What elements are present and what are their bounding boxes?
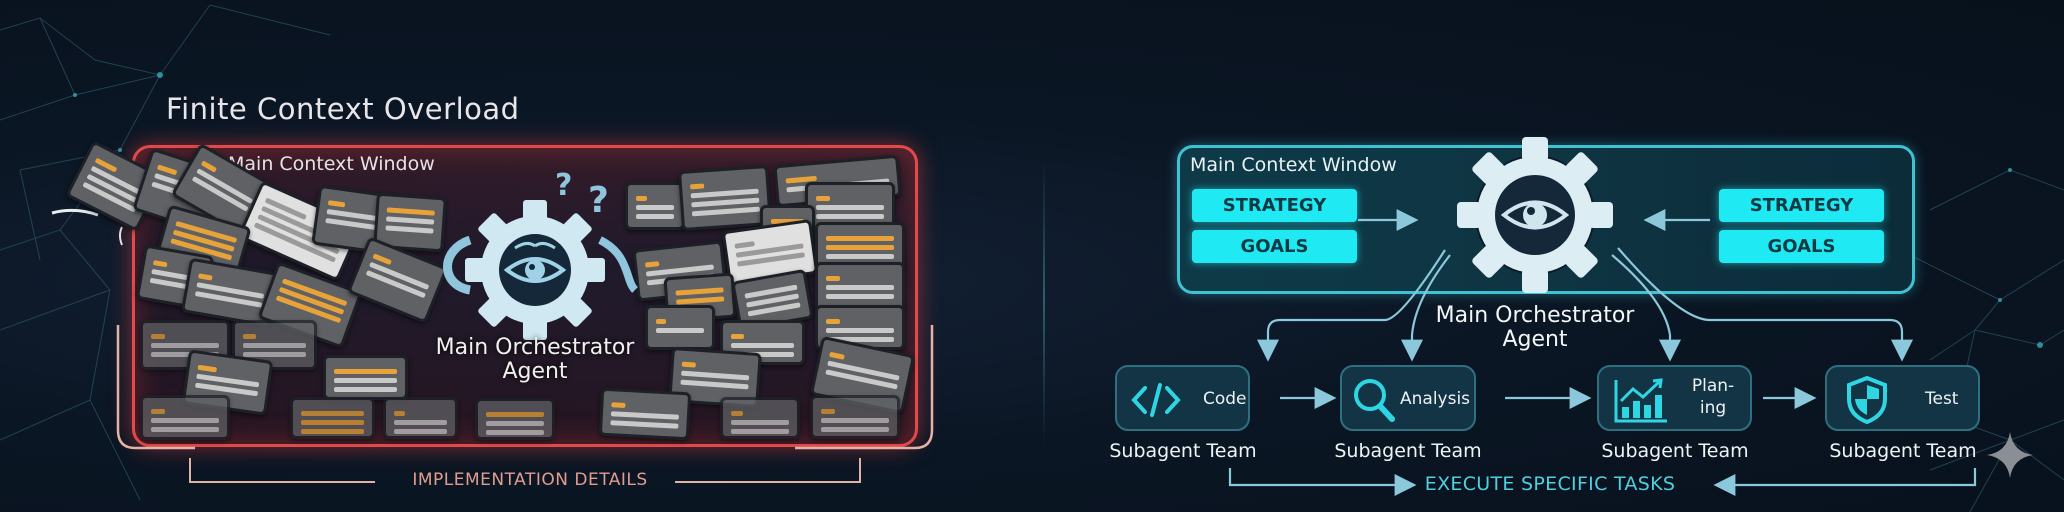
context-card <box>383 397 458 439</box>
left-panel-title: Finite Context Overload <box>166 92 520 126</box>
subagent-name-line1: Plan- <box>1691 376 1735 396</box>
context-window-label: Main Context Window <box>228 153 435 175</box>
subagent-caption: Subagent Team <box>1829 440 1977 462</box>
agent-label-line2: Agent <box>502 359 568 384</box>
subagent-name: Analysis <box>1400 389 1471 409</box>
subagent-test[interactable]: Test <box>1825 365 1980 431</box>
context-card <box>290 397 375 439</box>
subagent-caption: Subagent Team <box>1109 440 1257 462</box>
goals-chip-right: GOALS <box>1719 230 1884 263</box>
agent-label-line2: Agent <box>1502 327 1568 352</box>
subagent-analysis[interactable]: Analysis <box>1340 365 1476 431</box>
panel-divider <box>1043 152 1045 446</box>
code-brackets-icon <box>1131 383 1181 417</box>
strategy-chip-left: STRATEGY <box>1192 189 1357 222</box>
subagent-name: Plan- ing <box>1683 375 1743 419</box>
subagent-name: Test <box>1925 389 1959 409</box>
implementation-details-label: IMPLEMENTATION DETAILS <box>412 470 648 490</box>
agent-label-line1: Main Orchestrator <box>1435 303 1635 328</box>
strategy-chip-right: STRATEGY <box>1719 189 1884 222</box>
magnifier-icon <box>1354 379 1395 422</box>
context-card <box>625 182 685 230</box>
subagent-name: Code <box>1203 389 1247 409</box>
context-card <box>720 397 800 439</box>
left-agent-label: Main Orchestrator Agent <box>415 336 655 384</box>
sparkle-icon <box>1987 432 2033 478</box>
shield-icon <box>1847 375 1887 425</box>
flow-arrows <box>1228 209 1977 496</box>
context-card <box>140 395 230 440</box>
question-mark-icon: ? <box>588 180 609 221</box>
orchestrator-agent-gear-icon <box>1457 137 1613 293</box>
context-card <box>810 395 900 439</box>
subagent-caption: Subagent Team <box>1334 440 1482 462</box>
confused-agent-gear-icon <box>443 200 639 340</box>
context-card <box>678 164 772 232</box>
goals-chip-left: GOALS <box>1192 230 1357 263</box>
subagent-name-line2: ing <box>1699 398 1727 418</box>
motion-lines-icon <box>51 208 123 246</box>
implementation-bracket <box>116 325 934 483</box>
subagent-caption: Subagent Team <box>1601 440 1749 462</box>
right-agent-label: Main Orchestrator Agent <box>1400 304 1670 352</box>
subagent-code[interactable]: Code <box>1115 365 1250 431</box>
context-window-label: Main Context Window <box>1190 154 1397 176</box>
question-mark-icon: ? <box>555 168 573 203</box>
context-card <box>475 398 555 440</box>
subagent-planning[interactable]: Plan- ing <box>1597 365 1752 431</box>
context-card <box>323 355 408 400</box>
execute-tasks-label: EXECUTE SPECIFIC TASKS <box>1424 473 1676 495</box>
agent-label-line1: Main Orchestrator <box>435 335 635 360</box>
bar-chart-icon <box>1614 378 1667 423</box>
